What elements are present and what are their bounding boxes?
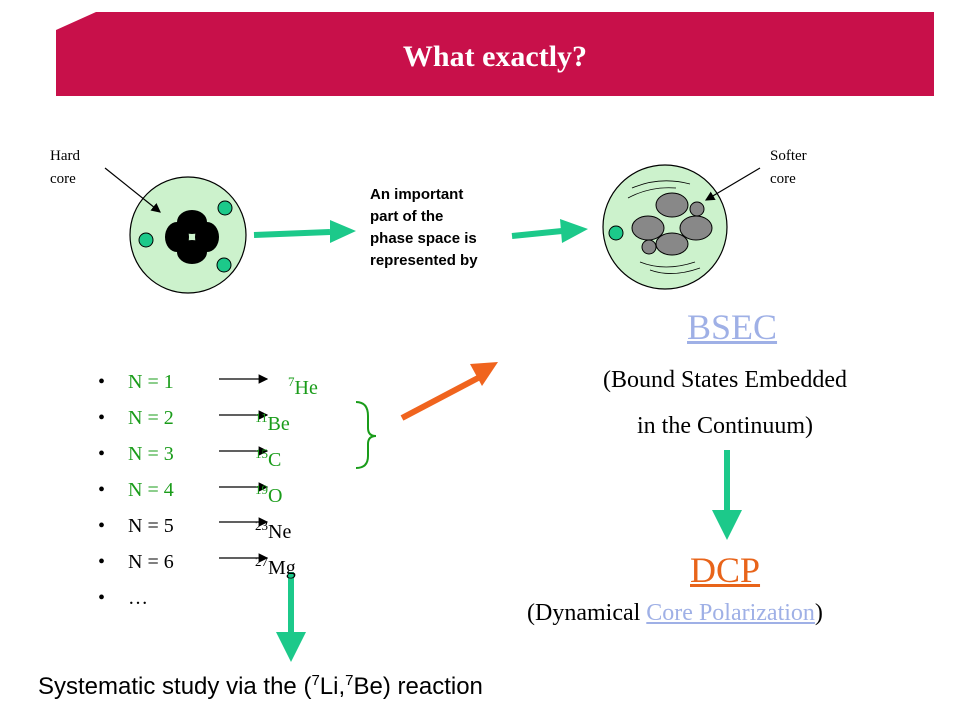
note-line-1: An important [370,186,464,203]
green-arrow-1 [253,220,356,243]
softer-core-pointer-arrow [704,167,761,201]
neutron-count: N = 3 [128,443,174,465]
mass-number: 11 [255,410,268,425]
element-symbol: C [268,449,282,471]
systematic-sup2: 7 [345,672,354,689]
bullet-dot: • [98,587,106,609]
mass-number: 15 [255,446,268,461]
softer-core-label-line1: Softer [770,148,807,164]
bullet-dot: • [98,479,106,501]
neutron-count: … [128,587,148,609]
hard-core-label-line2: core [50,171,76,187]
green-down-arrow-list [276,572,306,662]
bsec-line2: in the Continuum) [637,413,813,439]
bullet-dot: • [98,407,106,429]
element-symbol: O [268,485,283,507]
bsec-line1: (Bound States Embedded [603,367,847,393]
green-arrow-2 [511,219,588,243]
hard-core-nucleus-diagram [129,176,247,294]
isotope-label: 19O [255,474,282,512]
bullet-arrows [219,374,269,563]
isotope-label: 23Ne [255,510,291,548]
isotope-label: 7He [288,366,318,404]
hard-core-pointer-arrow [104,167,161,213]
mass-number: 7 [288,374,295,389]
bullet-dot: • [98,515,106,537]
core-polarization-link[interactable]: Core Polarization [646,600,815,626]
systematic-study-text: Systematic study via the (7Li,7Be) react… [38,672,483,701]
softer-core-label: Softer core [770,145,807,191]
mass-number: 27 [255,554,268,569]
dcp-prefix: (Dynamical [527,600,647,626]
note-line-2: part of the [370,208,444,225]
isotope-label: 27Mg [255,546,296,584]
element-symbol: Mg [268,557,296,579]
neutron-count: N = 6 [128,551,174,573]
softer-core-nucleus-diagram [602,164,728,290]
green-down-arrow-bsec [712,450,742,540]
orange-arrow [400,362,498,421]
bullet-dot: • [98,443,106,465]
dcp-expansion: (Dynamical Core Polarization) [527,600,823,627]
slide-title: What exactly? [402,40,588,73]
mass-number: 19 [255,482,268,497]
phase-space-note: An important part of the phase space is … [370,184,520,272]
dcp-suffix: ) [814,600,823,626]
note-line-3: phase space is [370,230,477,247]
neutron-count: N = 5 [128,515,174,537]
systematic-sup1: 7 [311,672,320,689]
systematic-mid: Li, [319,673,346,700]
mass-number: 23 [255,518,268,533]
isotope-label: 11Be [255,402,290,440]
softer-core-label-line2: core [770,171,796,187]
isotope-label: 15C [255,438,281,476]
hard-core-label: Hard core [50,145,80,191]
hard-core-label-line1: Hard [50,148,80,164]
element-symbol: Be [267,413,290,435]
systematic-post: Be) reaction [353,673,483,700]
note-line-4: represented by [370,252,478,269]
title-banner [56,12,934,96]
bullet-dot: • [98,371,106,393]
neutron-count: N = 1 [128,371,174,393]
green-brace [355,401,377,469]
neutron-count: N = 4 [128,479,174,501]
systematic-pre: Systematic study via the ( [38,673,312,700]
element-symbol: Ne [268,521,292,543]
bullet-dot: • [98,551,106,573]
element-symbol: He [294,377,318,399]
bsec-link[interactable]: BSEC [687,307,778,347]
neutron-count: N = 2 [128,407,174,429]
dcp-link[interactable]: DCP [690,550,761,590]
